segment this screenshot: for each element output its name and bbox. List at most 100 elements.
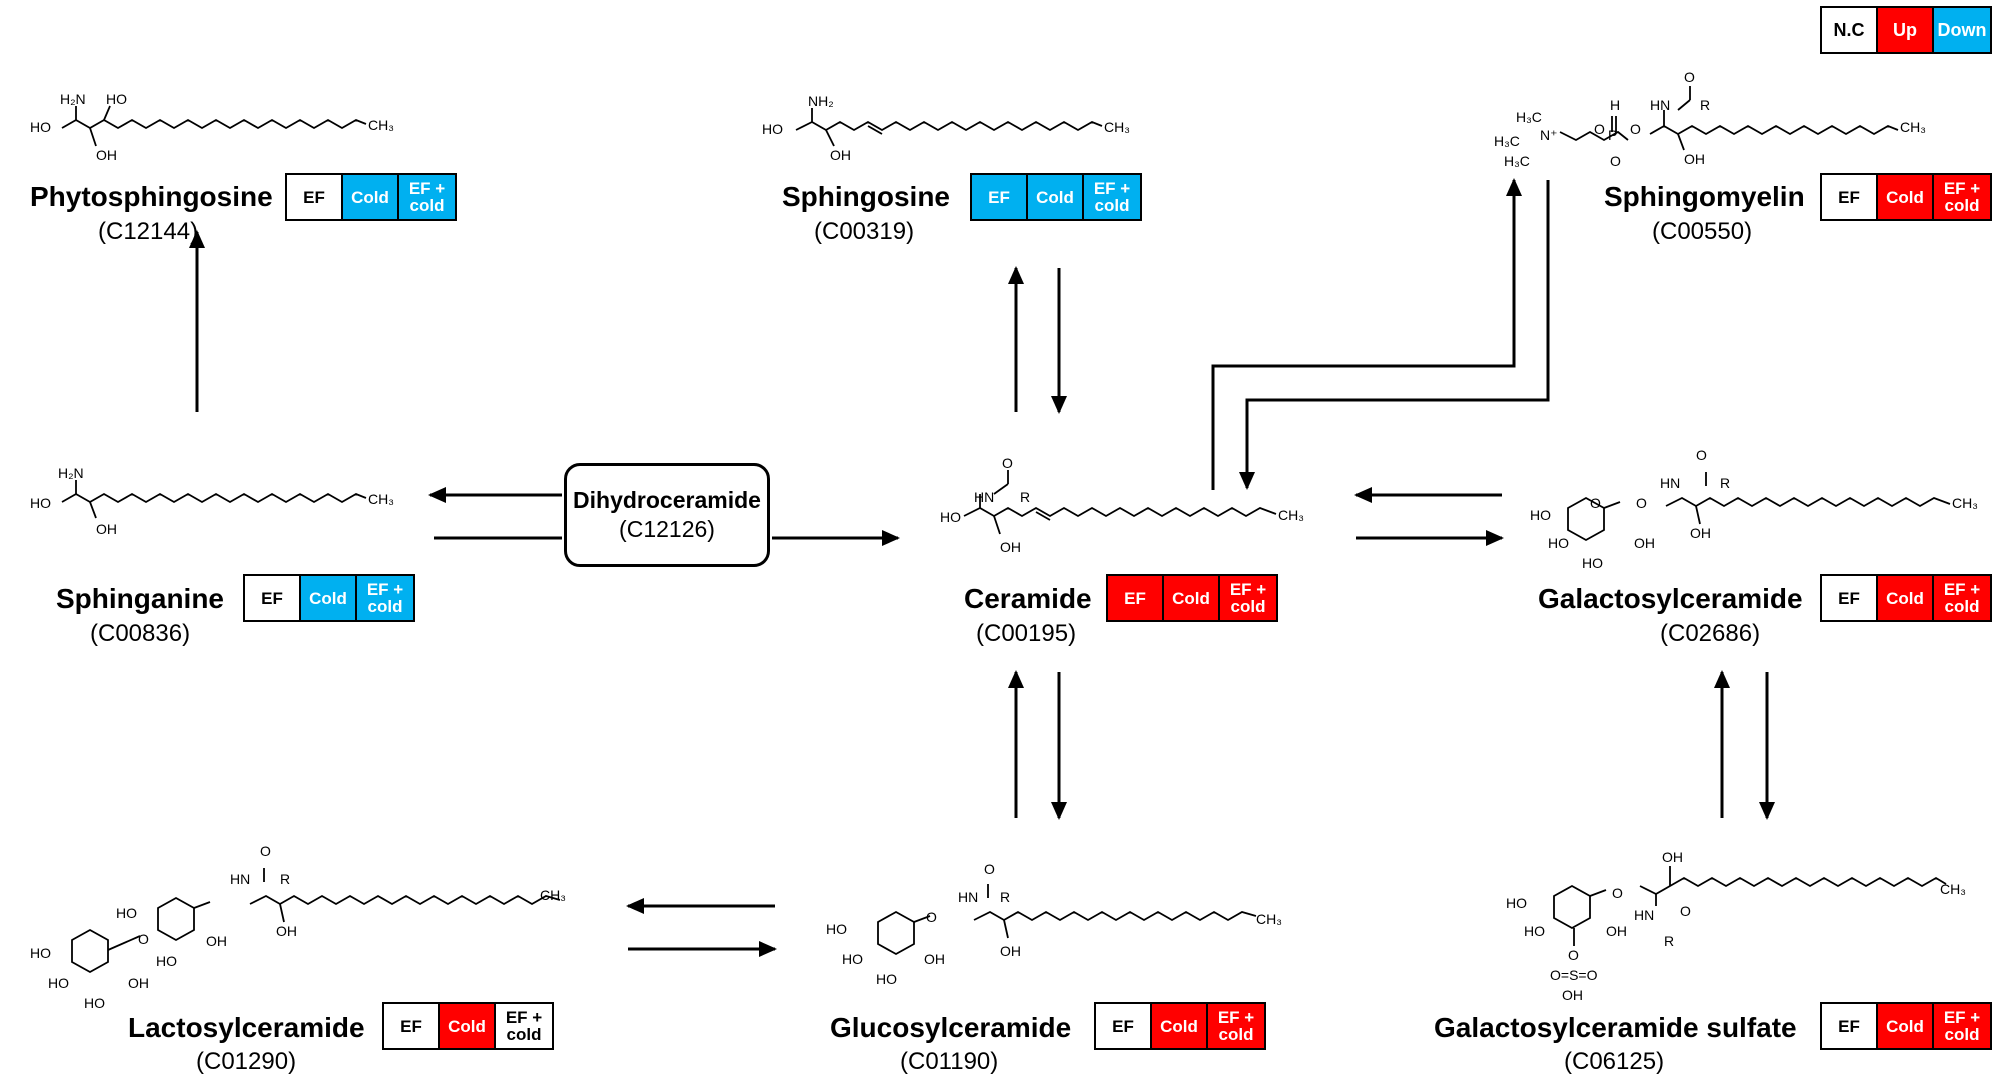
metabolite-name: Lactosylceramide (128, 1012, 365, 1043)
badge-cell-ef-cold: EF +cold (357, 576, 413, 620)
badge-cell-ef-cold: EF +cold (1208, 1004, 1264, 1048)
chem-ho: HO (762, 121, 783, 137)
chem-o: O (1636, 495, 1647, 511)
badge-cell-cold: Cold (1028, 175, 1084, 219)
chem-ho: HO (156, 953, 177, 969)
chem-ch3: CH₃ (1940, 881, 1966, 897)
structure-lactosylceramide: HO HO O HN O R OH HO OH HO HO OH CH₃ (30, 843, 566, 1011)
chem-hn: HN (974, 489, 994, 505)
chem-h3c: H₃C (1516, 109, 1542, 125)
badge-cell-ef: EF (972, 175, 1028, 219)
structure-sphinganine: HO H₂N OH CH₃ (30, 465, 394, 537)
chem-hn: HN (230, 871, 250, 887)
chem-r: R (1700, 97, 1710, 113)
chem-oh: OH (276, 923, 297, 939)
chem-hn: HN (958, 889, 978, 905)
status-badge: EF Cold EF +cold (382, 1002, 554, 1050)
chem-h: H (1610, 97, 1620, 113)
chem-nh2: NH₂ (808, 93, 834, 109)
badge-cell-cold: Cold (1878, 576, 1934, 620)
badge-cell-cold: Cold (301, 576, 357, 620)
metabolite-id: (C06125) (1564, 1048, 1665, 1075)
structure-phytosphingosine: HO H₂N HO OH CH₃ (30, 91, 394, 163)
badge-cell-ef-cold: EF +cold (1934, 175, 1990, 219)
chem-ho: HO (30, 495, 51, 511)
legend-nc: N.C (1822, 8, 1878, 52)
chem-ho: HO (1530, 507, 1551, 523)
chem-ch3: CH₃ (1256, 911, 1282, 927)
dihydroceramide-box: Dihydroceramide (C12126) (564, 463, 770, 567)
badge-cell-ef-cold: EF +cold (1084, 175, 1140, 219)
chem-ho: HO (30, 945, 51, 961)
status-badge: EF Cold EF +cold (1106, 574, 1278, 622)
badge-cell-ef: EF (1822, 1004, 1878, 1048)
chem-p: P (1608, 127, 1617, 143)
badge-cell-ef: EF (1096, 1004, 1152, 1048)
chem-r: R (280, 871, 290, 887)
metabolite-id: (C01290) (196, 1048, 297, 1075)
badge-cell-ef-cold: EF +cold (496, 1004, 552, 1048)
chem-ch3: CH₃ (1900, 119, 1926, 135)
badge-cell-ef: EF (287, 175, 343, 219)
chem-oh: OH (206, 933, 227, 949)
status-badge: EF Cold EF +cold (970, 173, 1142, 221)
chem-o: O (1684, 69, 1695, 85)
chem-oh: OH (1000, 539, 1021, 555)
chem-ho: HO (876, 971, 897, 987)
metabolite-id: (C12144) (98, 218, 199, 245)
metabolite-id: (C00319) (814, 218, 915, 245)
metabolite-name: Phytosphingosine (30, 181, 273, 212)
chem-oh: OH (128, 975, 149, 991)
chem-ho: HO (1524, 923, 1545, 939)
pathway-arrows (189, 178, 1775, 957)
structure-ceramide: HO HN O R OH CH₃ (940, 455, 1304, 555)
structure-sphingomyelin: H₃C H₃C H₃C N⁺ O P O H O HN O R OH CH₃ (1494, 69, 1926, 169)
chem-oh: OH (1684, 151, 1705, 167)
chem-r: R (1720, 475, 1730, 491)
chem-ch3: CH₃ (368, 491, 394, 507)
badge-cell-cold: Cold (343, 175, 399, 219)
chem-o: O (1696, 447, 1707, 463)
chem-o: O (1612, 885, 1623, 901)
chem-oh: OH (96, 147, 117, 163)
badge-cell-cold: Cold (440, 1004, 496, 1048)
chem-hn: HN (1650, 97, 1670, 113)
status-badge: EF Cold EF +cold (243, 574, 415, 622)
metabolite-id: (C00550) (1652, 218, 1753, 245)
chem-ch3: CH₃ (540, 887, 566, 903)
chem-oh: OH (96, 521, 117, 537)
chem-oso: O=S=O (1550, 967, 1598, 983)
badge-cell-ef-cold: EF +cold (1934, 1004, 1990, 1048)
chem-oh: OH (924, 951, 945, 967)
legend-down: Down (1934, 8, 1990, 52)
metabolite-name: Ceramide (964, 583, 1092, 614)
metabolite-name: Galactosylceramide (1538, 583, 1803, 614)
chem-oh: OH (830, 147, 851, 163)
chem-oh: OH (1662, 849, 1683, 865)
status-badge: EF Cold EF +cold (1820, 173, 1992, 221)
chem-ho: HO (84, 995, 105, 1011)
badge-cell-ef: EF (1822, 576, 1878, 620)
metabolite-name: Glucosylceramide (830, 1012, 1072, 1043)
chem-ho: HO (1548, 535, 1569, 551)
chem-o: O (1590, 495, 1601, 511)
badge-cell-ef: EF (1822, 175, 1878, 219)
badge-cell-cold: Cold (1152, 1004, 1208, 1048)
badge-cell-cold: Cold (1878, 175, 1934, 219)
structure-glucosylceramide: HO O HN O R OH HO OH HO CH₃ (826, 861, 1282, 987)
chem-oh: OH (1562, 987, 1583, 1003)
metabolite-name: Galactosylceramide sulfate (1434, 1012, 1797, 1043)
chem-ch3: CH₃ (368, 117, 394, 133)
legend: N.C Up Down (1820, 6, 1992, 54)
chem-ho: HO (1582, 555, 1603, 571)
chem-r: R (1020, 489, 1030, 505)
badge-cell-ef-cold: EF +cold (1934, 576, 1990, 620)
badge-cell-ef-cold: EF +cold (399, 175, 455, 219)
badge-cell-ef: EF (384, 1004, 440, 1048)
chemical-structures: HO H₂N HO OH CH₃ HO NH₂ OH CH₃ (30, 69, 1978, 1011)
chem-o: O (1680, 903, 1691, 919)
chem-oh: OH (1606, 923, 1627, 939)
status-badge: EF Cold EF +cold (1820, 574, 1992, 622)
badge-cell-cold: Cold (1878, 1004, 1934, 1048)
